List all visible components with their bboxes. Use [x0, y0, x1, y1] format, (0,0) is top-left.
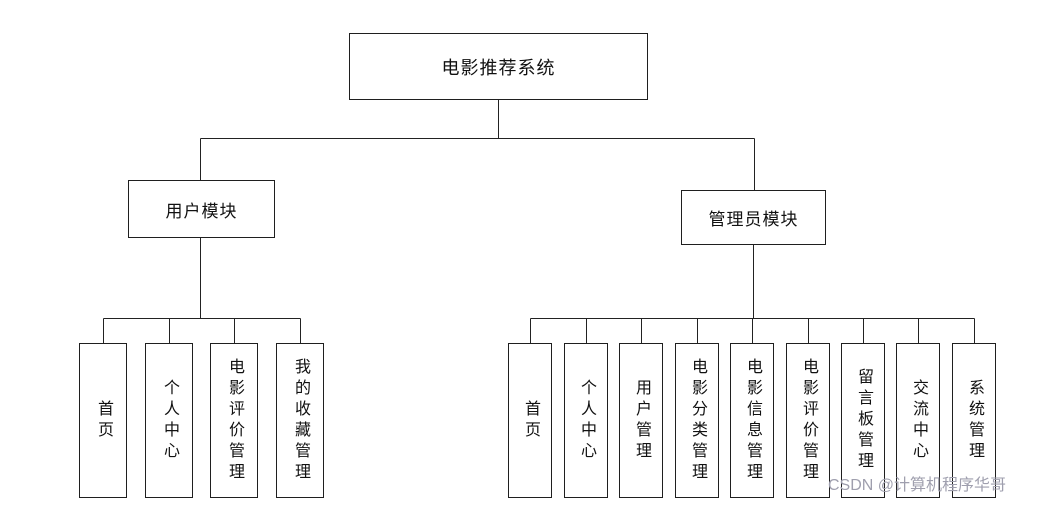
node-label: 电影信息管理	[744, 357, 761, 484]
node-admin-child-movie-info-mgmt: 电影信息管理	[730, 343, 774, 498]
node-label: 交流中心	[910, 378, 927, 463]
node-admin-child-personal-center: 个人中心	[564, 343, 608, 498]
node-label: 我的收藏管理	[292, 357, 309, 484]
node-user-module: 用户模块	[128, 180, 275, 238]
node-admin-child-exchange-center: 交流中心	[896, 343, 940, 498]
node-label: 电影评价管理	[800, 357, 817, 484]
node-root-label: 电影推荐系统	[441, 57, 556, 78]
node-admin-child-home: 首页	[508, 343, 552, 498]
node-admin-child-movie-category-mgmt: 电影分类管理	[675, 343, 719, 498]
node-label: 个人中心	[578, 378, 595, 463]
node-label: 用户管理	[633, 378, 650, 463]
node-root: 电影推荐系统	[349, 33, 648, 100]
node-label: 个人中心	[161, 378, 178, 463]
node-user-module-label: 用户模块	[165, 201, 238, 221]
node-label: 电影评价管理	[226, 357, 243, 484]
node-label: 首页	[95, 399, 112, 442]
node-admin-child-message-board-mgmt: 留言板管理	[841, 343, 885, 498]
node-admin-child-system-mgmt: 系统管理	[952, 343, 996, 498]
node-user-child-home: 首页	[79, 343, 127, 498]
node-admin-child-movie-review-mgmt: 电影评价管理	[786, 343, 830, 498]
node-label: 留言板管理	[855, 368, 872, 473]
csdn-watermark: CSDN @计算机程序华哥	[828, 477, 1007, 494]
node-label: 首页	[522, 399, 539, 442]
node-admin-child-user-mgmt: 用户管理	[619, 343, 663, 498]
node-label: 系统管理	[966, 378, 983, 463]
node-user-child-favorites-mgmt: 我的收藏管理	[276, 343, 324, 498]
node-label: 电影分类管理	[689, 357, 706, 484]
node-user-child-personal-center: 个人中心	[145, 343, 193, 498]
node-admin-module: 管理员模块	[681, 190, 826, 245]
node-user-child-movie-review-mgmt: 电影评价管理	[210, 343, 258, 498]
node-admin-module-label: 管理员模块	[708, 210, 799, 229]
